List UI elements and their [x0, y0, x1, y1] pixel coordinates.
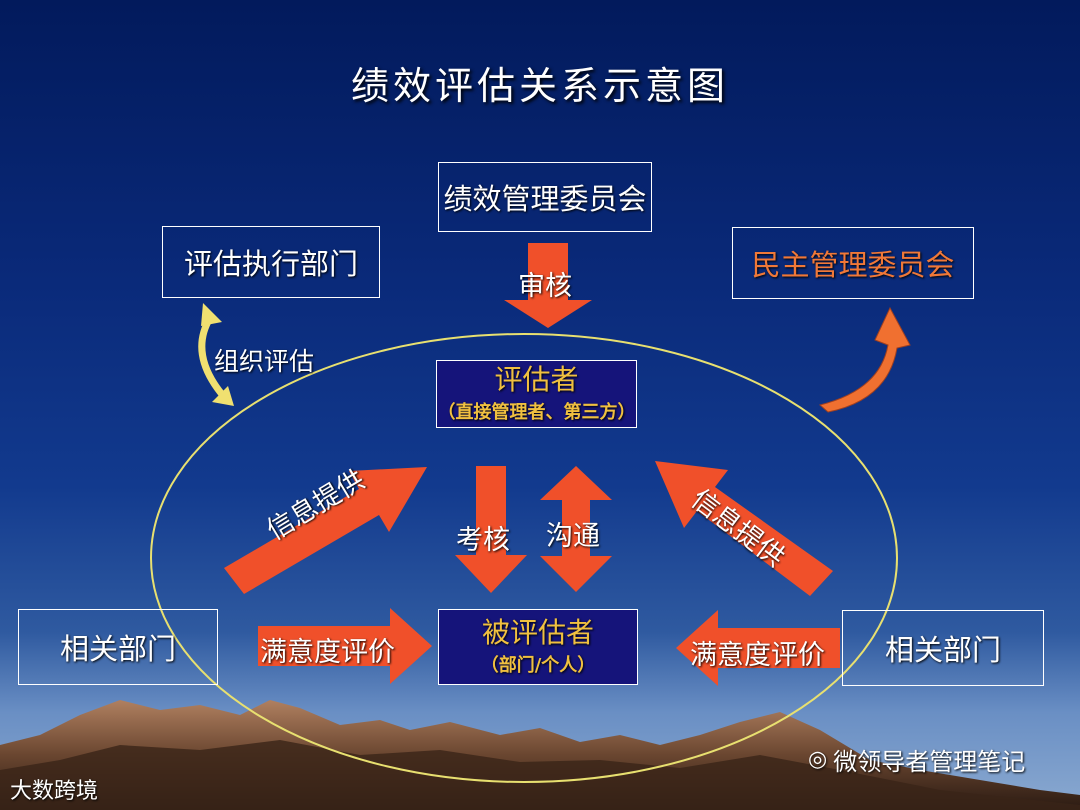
watermark-left: 大数跨境 — [10, 773, 98, 805]
evaluatee-note: （部门/个人） — [480, 655, 596, 676]
evaluator-label: 评估者 — [494, 363, 579, 396]
satisfaction-arrow-left — [258, 608, 432, 684]
watermark-right-text: 微领导者管理笔记 — [833, 748, 1026, 776]
communicate-arrow — [540, 466, 612, 592]
committee-label: 绩效管理委员会 — [443, 182, 647, 216]
organize-arrow-curve — [198, 316, 228, 401]
evaluator-node: 评估者 （直接管理者、第三方） — [436, 360, 637, 428]
exec-dept-label: 评估执行部门 — [183, 247, 358, 281]
assess-label: 考核 — [456, 525, 510, 556]
evaluatee-node: 被评估者 （部门/个人） — [438, 609, 638, 685]
committee-node: 绩效管理委员会 — [438, 162, 652, 232]
page-title: 绩效评估关系示意图 — [350, 64, 729, 108]
democratic-committee-label: 民主管理委员会 — [751, 248, 955, 282]
democratic-committee-node: 民主管理委员会 — [732, 227, 974, 299]
related-dept-right-label: 相关部门 — [884, 633, 1001, 667]
watermark-right: ◎ 微领导者管理笔记 — [808, 742, 1025, 777]
evaluation-scope-ellipse — [150, 333, 898, 783]
related-dept-right-node: 相关部门 — [842, 610, 1044, 686]
evaluator-note: （直接管理者、第三方） — [437, 402, 636, 423]
exec-dept-node: 评估执行部门 — [162, 226, 380, 298]
satisfaction-left-label: 满意度评价 — [260, 637, 395, 668]
watermark-left-text: 大数跨境 — [10, 779, 99, 804]
info-arrow-right — [655, 461, 833, 596]
communicate-label: 沟通 — [546, 521, 600, 552]
assess-arrow — [455, 466, 527, 593]
satisfaction-arrow-right — [676, 610, 840, 686]
democratic-arrow — [818, 306, 911, 413]
related-dept-left-node: 相关部门 — [18, 609, 218, 685]
evaluatee-label: 被评估者 — [481, 616, 594, 649]
organize-arrow-head-top — [201, 303, 222, 326]
review-arrow — [504, 243, 592, 328]
organize-label: 组织评估 — [214, 347, 315, 376]
related-dept-left-label: 相关部门 — [59, 632, 176, 666]
review-label: 审核 — [518, 271, 572, 302]
satisfaction-right-label: 满意度评价 — [690, 640, 825, 671]
wechat-icon: ◎ — [808, 747, 828, 772]
organize-arrow-head-bottom — [212, 386, 234, 406]
mountain-shadow — [0, 740, 1080, 810]
info-arrow-left — [224, 467, 427, 594]
